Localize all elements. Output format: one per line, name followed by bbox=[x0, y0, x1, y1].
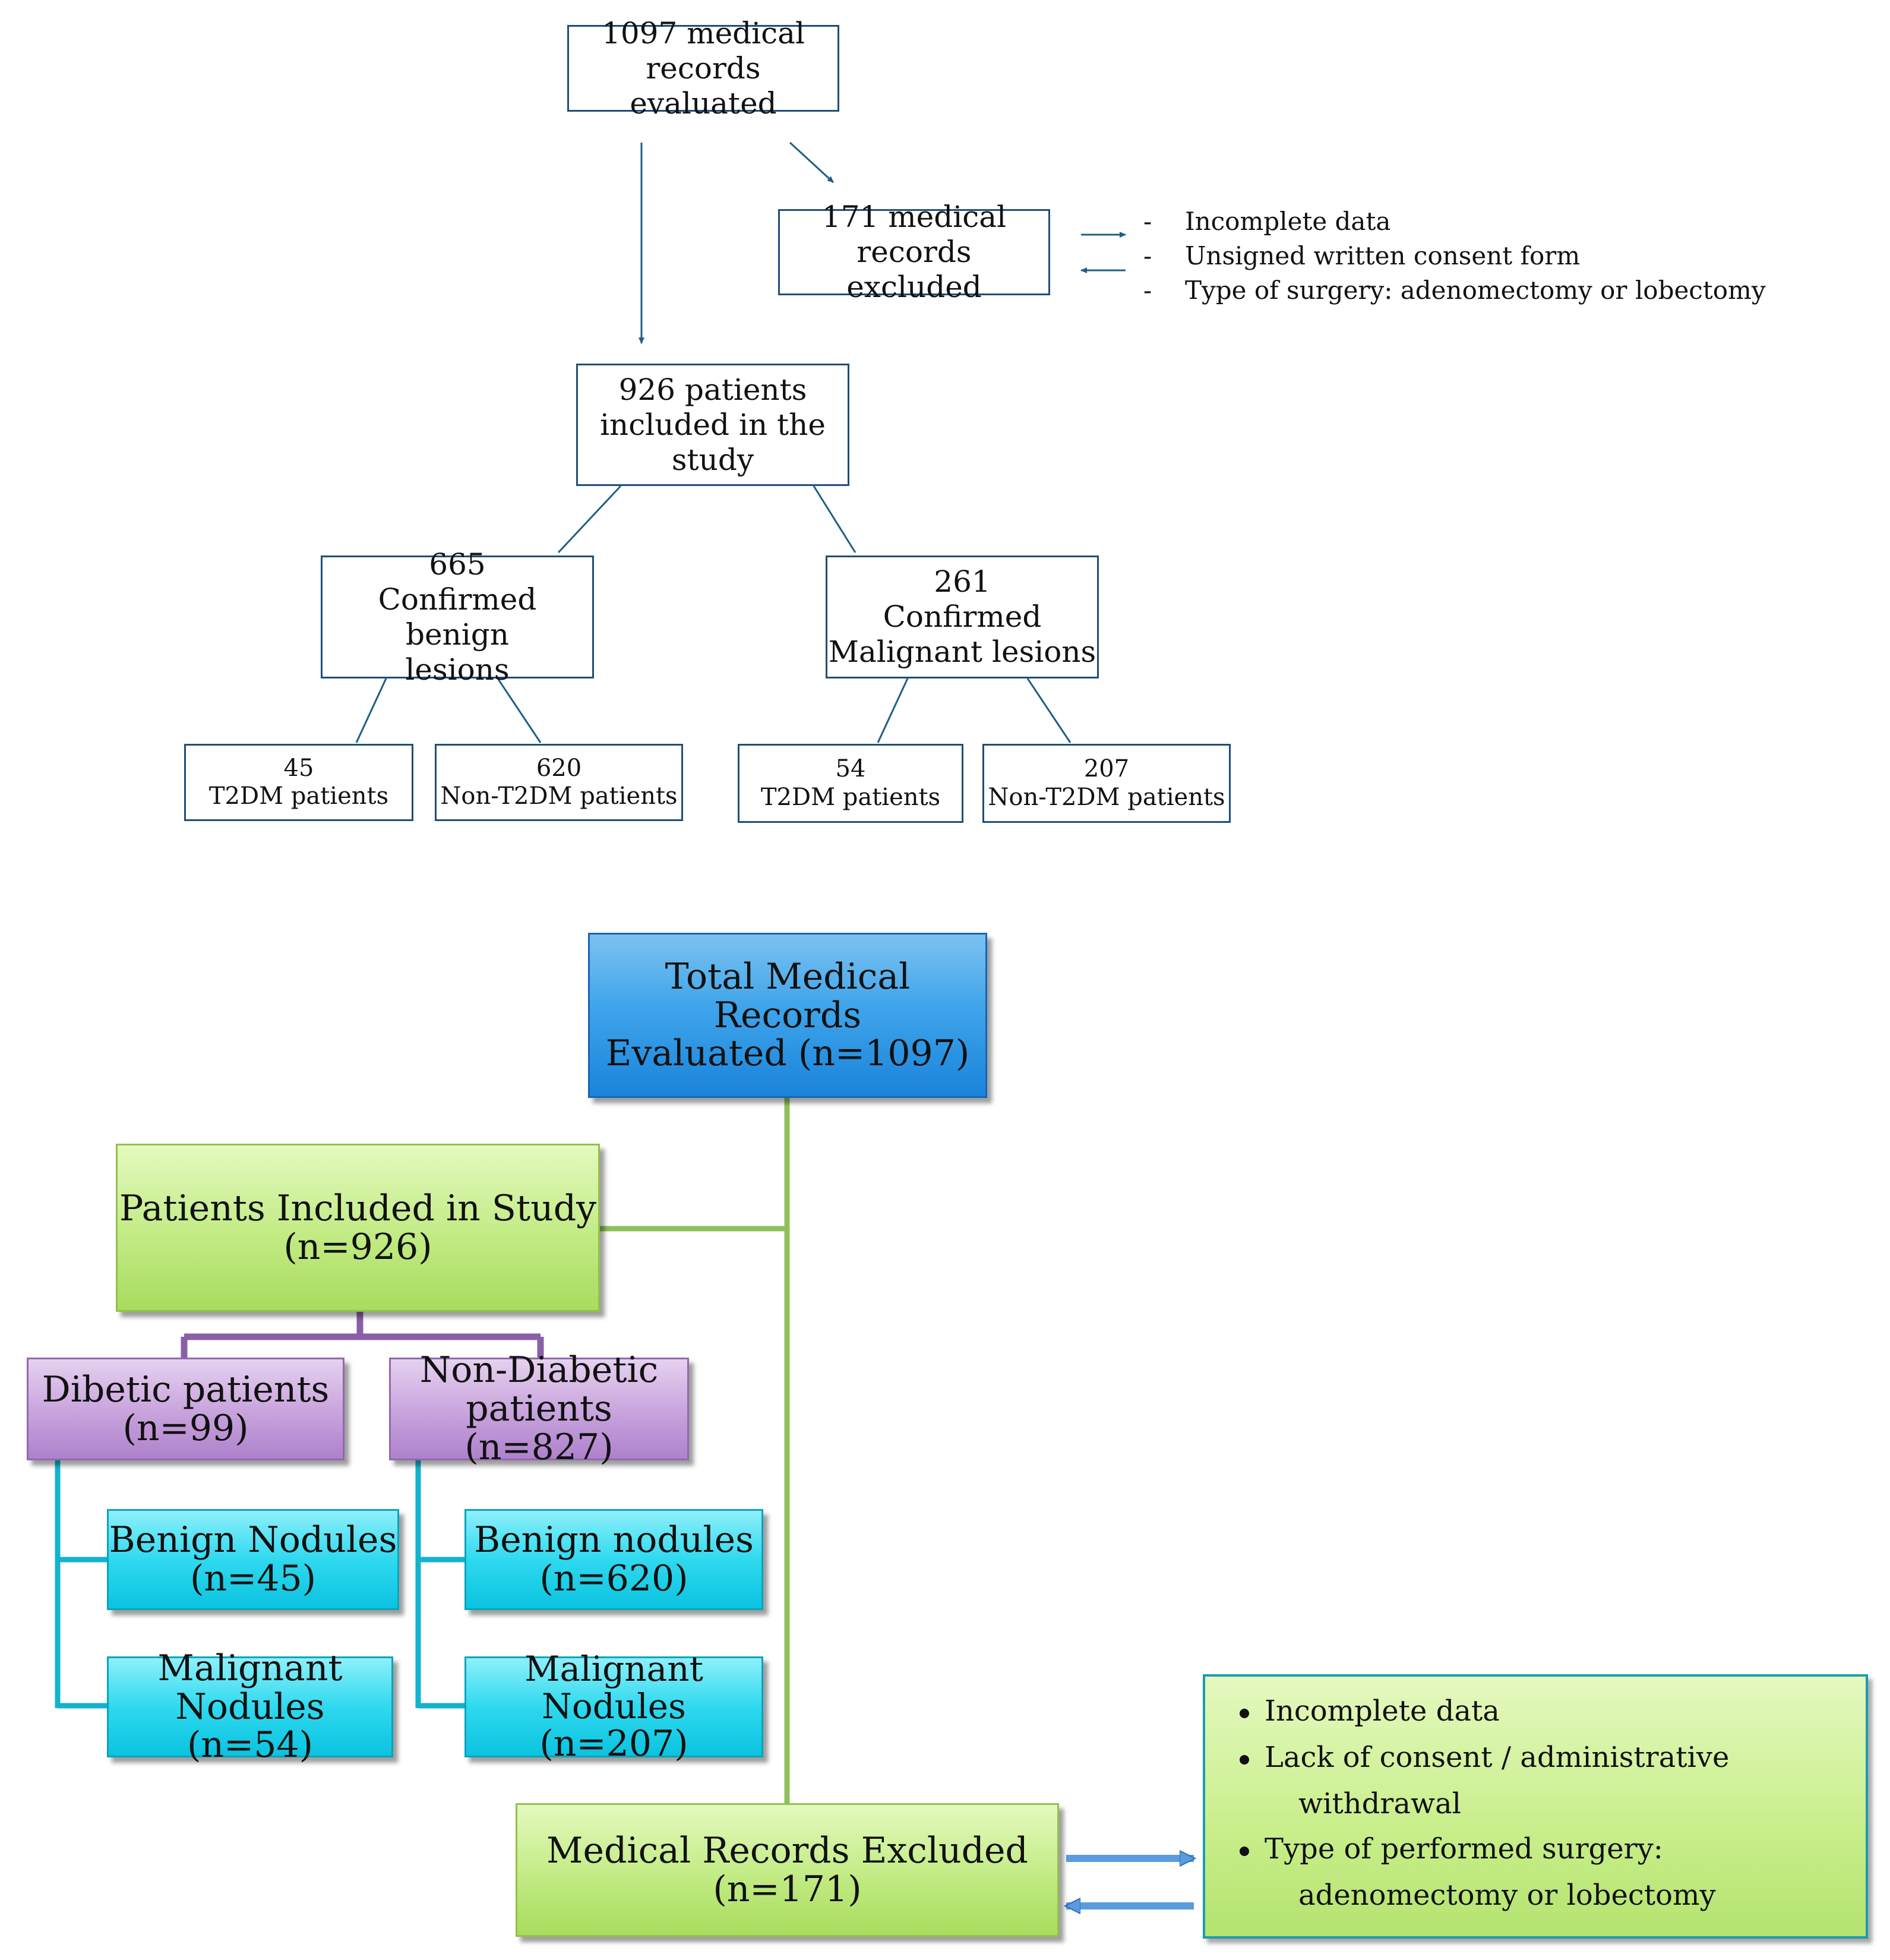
malignant-t2dm-label: T2DM patients bbox=[760, 783, 941, 811]
records-excluded-box: Medical Records Excluded (n=171) bbox=[516, 1803, 1059, 1937]
evaluated-line-1: 1097 medical bbox=[602, 15, 805, 51]
evaluated-records-box: 1097 medical records evaluated bbox=[567, 16, 839, 121]
branch-included-malignant bbox=[813, 485, 856, 553]
included-title: Patients Included in Study bbox=[119, 1187, 597, 1229]
benign-line-3: lesions bbox=[405, 652, 510, 687]
d-benign-title: Benign Nodules bbox=[109, 1519, 397, 1561]
total-line-2: Evaluated (n=1097) bbox=[605, 1033, 970, 1075]
excluded-line-1: 171 medical records bbox=[821, 200, 1007, 269]
included-line-1: 926 patients bbox=[618, 372, 807, 407]
non-diabetic-patients-box: Non-Diabetic patients (n=827) bbox=[389, 1351, 689, 1466]
malignant-line-2: Confirmed bbox=[883, 599, 1042, 634]
included-patients-box: 926 patients included in the study bbox=[576, 364, 849, 486]
non-diabetic-count: patients (n=827) bbox=[464, 1388, 614, 1468]
benign-non-t2dm-count: 620 bbox=[536, 754, 582, 782]
nd-malignant-title: Malignant Nodules bbox=[524, 1648, 703, 1727]
reason-incomplete-data: Incomplete data bbox=[1240, 1694, 1500, 1728]
excluded-line-2: excluded bbox=[846, 270, 982, 304]
nd-malignant-count: (n=207) bbox=[539, 1723, 688, 1765]
malignant-non-t2dm-label: Non-T2DM patients bbox=[988, 783, 1225, 811]
included-line-2: included in the bbox=[600, 407, 826, 442]
benign-non-t2dm-label: Non-T2DM patients bbox=[440, 782, 678, 810]
benign-t2dm-box: 45 T2DM patients bbox=[184, 744, 413, 821]
diabetic-benign-nodules-box: Benign Nodules (n=45) bbox=[107, 1509, 399, 1610]
total-records-box: Total Medical Records Evaluated (n=1097) bbox=[588, 933, 987, 1098]
malignant-t2dm-box: 54 T2DM patients bbox=[738, 744, 963, 823]
nd-benign-title: Benign nodules bbox=[474, 1519, 754, 1561]
d-malignant-count: Nodules (n=54) bbox=[175, 1686, 325, 1766]
reason-lack-of-consent: Lack of consent / administrative bbox=[1239, 1741, 1730, 1774]
excluded-records-box: 171 medical records excluded bbox=[778, 200, 1050, 304]
non-diabetic-malignant-nodules-box: Malignant Nodules (n=207) bbox=[464, 1650, 763, 1763]
exclusion-reason: - Unsigned written consent form bbox=[1143, 241, 1581, 270]
benign-non-t2dm-box: 620 Non-T2DM patients bbox=[435, 744, 683, 821]
excluded-count: (n=171) bbox=[713, 1868, 862, 1910]
diabetic-count: (n=99) bbox=[122, 1407, 249, 1449]
branch-included-benign bbox=[557, 485, 622, 554]
nd-benign-count: (n=620) bbox=[539, 1558, 688, 1599]
evaluated-line-2: records evaluated bbox=[630, 51, 777, 121]
excluded-title: Medical Records Excluded bbox=[546, 1829, 1028, 1871]
malignant-non-t2dm-box: 207 Non-T2DM patients bbox=[982, 744, 1231, 823]
malignant-non-t2dm-count: 207 bbox=[1083, 755, 1130, 783]
patients-included-box: Patients Included in Study (n=926) bbox=[116, 1144, 600, 1312]
branch-malignant-t2dm bbox=[877, 678, 909, 743]
benign-count: 665 bbox=[429, 547, 486, 582]
d-malignant-title: Malignant bbox=[157, 1647, 343, 1689]
d-benign-count: (n=45) bbox=[189, 1558, 317, 1599]
diabetic-patients-box: Dibetic patients (n=99) bbox=[27, 1358, 345, 1460]
reason-type-of-surgery-cont: adenomectomy or lobectomy bbox=[1298, 1879, 1716, 1912]
benign-t2dm-label: T2DM patients bbox=[208, 782, 389, 810]
non-diabetic-title: Non-Diabetic bbox=[419, 1349, 659, 1391]
benign-t2dm-count: 45 bbox=[283, 754, 314, 782]
reason-lack-of-consent-cont: withdrawal bbox=[1298, 1787, 1461, 1820]
total-line-1: Total Medical Records bbox=[665, 955, 911, 1036]
diabetic-malignant-nodules-box: Malignant Nodules (n=54) bbox=[107, 1649, 393, 1765]
malignant-lesions-box: 261 Confirmed Malignant lesions bbox=[826, 556, 1099, 678]
exclusion-reasons-list: - Incomplete data - Unsigned written con… bbox=[1143, 204, 1766, 308]
reason-type-of-surgery: Type of performed surgery: bbox=[1240, 1832, 1663, 1866]
exclusion-reasons-box: Incomplete data Lack of consent / admini… bbox=[1203, 1674, 1868, 1939]
benign-lesions-box: 665 Confirmed benign lesions bbox=[321, 547, 594, 687]
included-count: (n=926) bbox=[283, 1226, 432, 1268]
diabetic-title: Dibetic patients bbox=[42, 1368, 330, 1410]
non-diabetic-benign-nodules-box: Benign nodules (n=620) bbox=[464, 1509, 763, 1610]
arrow-to-excluded bbox=[789, 141, 835, 184]
malignant-count: 261 bbox=[934, 564, 991, 599]
malignant-line-3: Malignant lesions bbox=[828, 635, 1096, 669]
exclusion-reason: - Type of surgery: adenomectomy or lobec… bbox=[1143, 276, 1766, 305]
benign-line-2: Confirmed benign bbox=[378, 582, 537, 652]
branch-benign-nont2dm bbox=[497, 678, 542, 743]
exclusion-reason: - Incomplete data bbox=[1143, 207, 1391, 236]
malignant-t2dm-count: 54 bbox=[835, 755, 866, 783]
branch-benign-t2dm bbox=[355, 678, 387, 743]
included-line-3: study bbox=[671, 442, 754, 477]
branch-malignant-nont2dm bbox=[1026, 678, 1072, 743]
